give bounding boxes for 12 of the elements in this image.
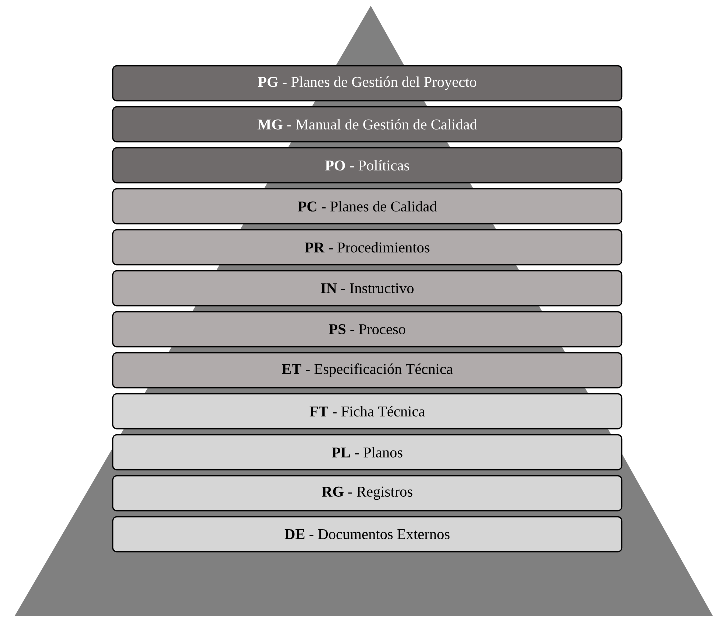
level-box: PS - Proceso xyxy=(112,311,623,348)
level-box: PC - Planes de Calidad xyxy=(112,188,623,225)
level-box: PG - Planes de Gestión del Proyecto xyxy=(112,65,623,102)
level-box: DE - Documentos Externos xyxy=(112,516,623,553)
level-box: RG - Registros xyxy=(112,475,623,512)
level-box: MG - Manual de Gestión de Calidad xyxy=(112,106,623,143)
level-box: ET - Especificación Técnica xyxy=(112,352,623,389)
level-box: FT - Ficha Técnica xyxy=(112,393,623,430)
level-box: PL - Planos xyxy=(112,434,623,471)
level-box: PR - Procedimientos xyxy=(112,229,623,266)
level-box: IN - Instructivo xyxy=(112,270,623,307)
level-box: PO - Políticas xyxy=(112,147,623,184)
